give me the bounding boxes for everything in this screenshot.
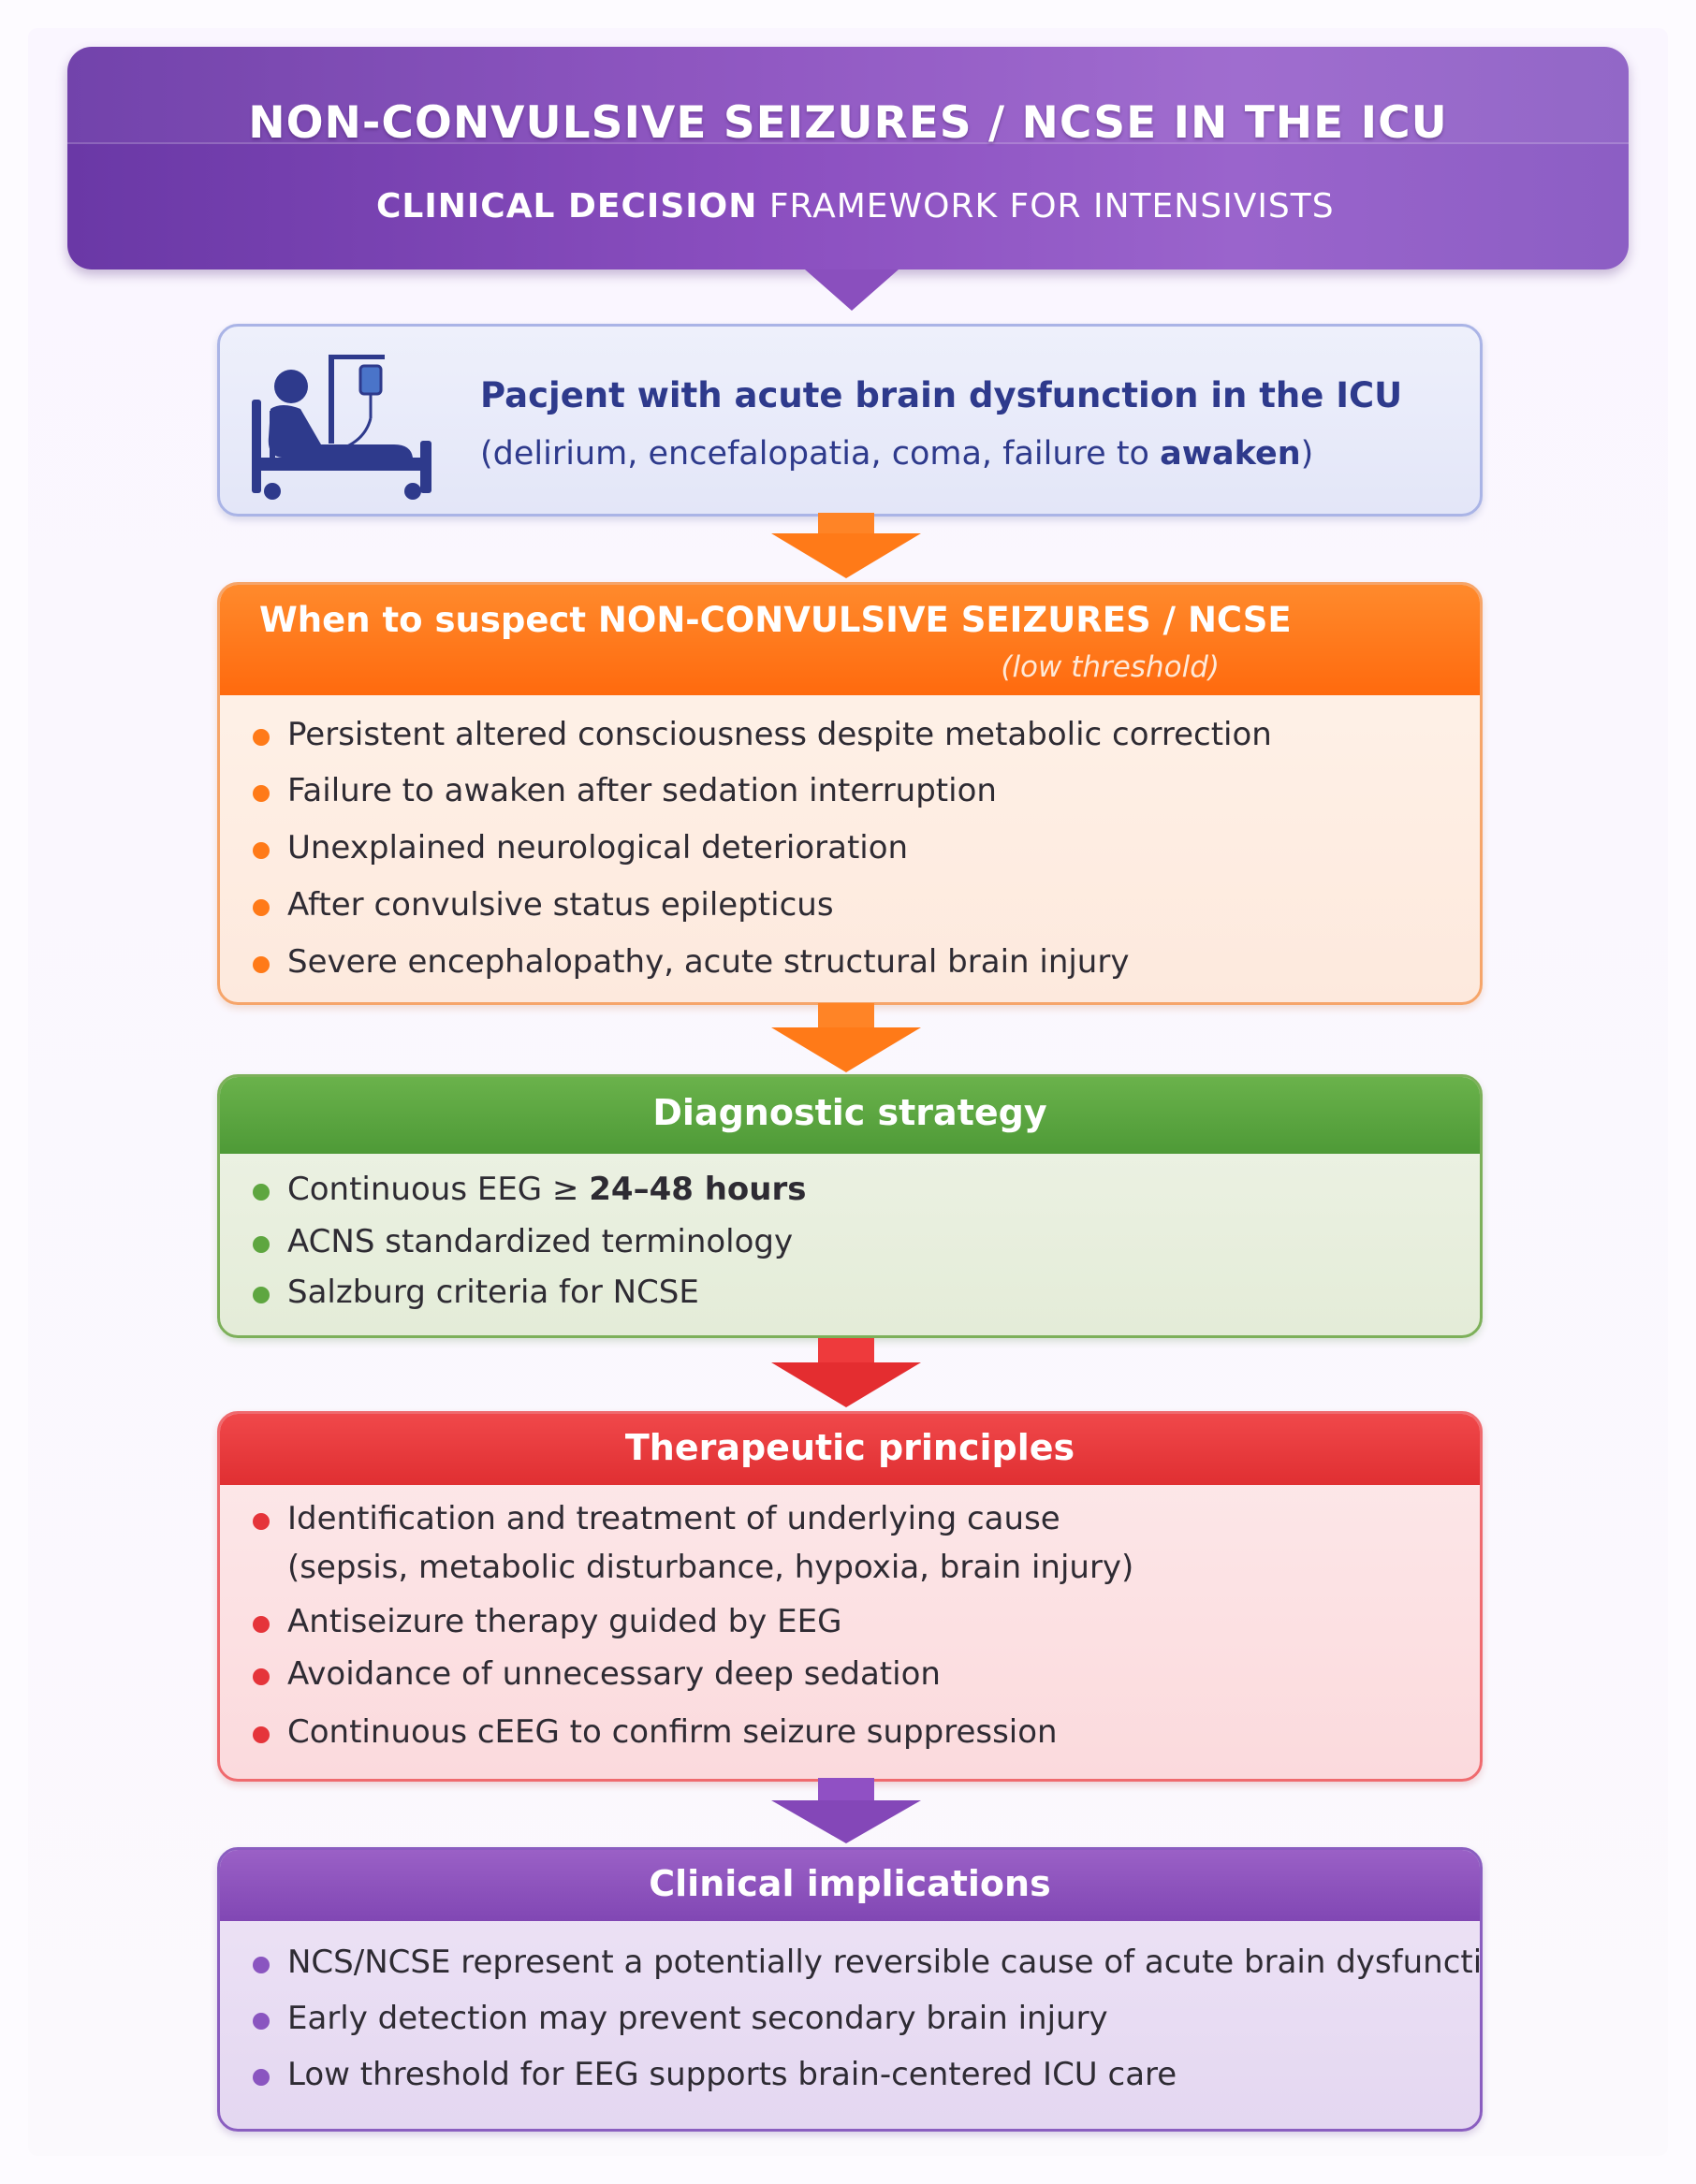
patient-bed-icon [252,355,431,500]
patient-sub-post: ) [1300,435,1314,473]
patient-box: Pacjent with acute brain dysfunction in … [217,324,1483,517]
page-subtitle: CLINICAL DECISION FRAMEWORK FOR INTENSIV… [376,187,1629,226]
suspect-title: When to suspect NON-CONVULSIVE SEIZURES … [259,600,1292,640]
arrow-patient-to-suspect [771,513,921,578]
suspect-header: When to suspect NON-CONVULSIVE SEIZURES … [220,585,1480,695]
diagnostic-title: Diagnostic strategy [652,1092,1047,1133]
header-banner: NON-CONVULSIVE SEIZURES / NCSE IN THE IC… [67,47,1629,269]
arrow-header-to-patient [805,269,899,311]
subtitle-rest: FRAMEWORK FOR INTENSIVISTS [757,187,1335,226]
therapeutic-box: Therapeutic principles Identification an… [217,1411,1483,1782]
arrow-suspect-to-diagnostic [771,1003,921,1072]
diagnostic-header: Diagnostic strategy [220,1077,1480,1154]
suspect-box: When to suspect NON-CONVULSIVE SEIZURES … [217,582,1483,1005]
arrow-diagnostic-to-therapeutic [771,1338,921,1407]
patient-sub-pre: (delirium, encefalopatia, coma, failure … [480,435,1161,473]
clinical-box: Clinical implications NCS/NCSE represent… [217,1847,1483,2132]
header-band [67,47,1629,144]
patient-subtitle: (delirium, encefalopatia, coma, failure … [480,435,1313,473]
arrow-therapeutic-to-clinical [771,1778,921,1843]
suspect-note: (low threshold) [1001,650,1220,684]
patient-sub-bold: awaken [1160,435,1301,473]
clinical-title: Clinical implications [649,1863,1051,1904]
therapeutic-header: Therapeutic principles [220,1414,1480,1485]
diagnostic-box: Diagnostic strategy Continuous EEG ≥ 24–… [217,1074,1483,1338]
clinical-header: Clinical implications [220,1850,1480,1921]
therapeutic-title: Therapeutic principles [624,1427,1075,1468]
subtitle-bold: CLINICAL DECISION [376,187,758,226]
patient-title: Pacjent with acute brain dysfunction in … [480,375,1403,415]
page-title: NON-CONVULSIVE SEIZURES / NCSE IN THE IC… [248,97,1448,149]
